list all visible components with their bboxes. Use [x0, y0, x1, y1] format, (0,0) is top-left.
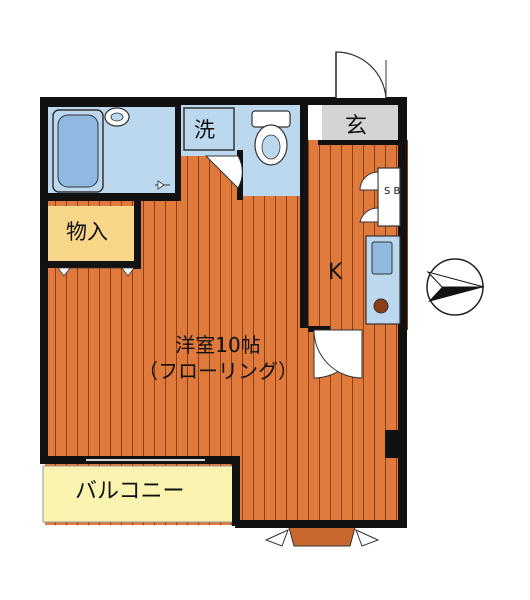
bathtub-icon [52, 109, 104, 193]
room-size-label: 洋室10帖 [175, 333, 261, 357]
storage-closet [47, 206, 137, 261]
balcony-area [42, 465, 236, 523]
bay-window-casements [264, 529, 380, 547]
sink-icon [104, 107, 130, 127]
toilet-icon [251, 110, 291, 166]
kitchen-counter [365, 235, 401, 325]
shoebox-label: S B [384, 186, 401, 197]
balcony-label: バルコニー [75, 479, 185, 504]
north-arrow-icon [426, 258, 485, 316]
entrance-area [322, 104, 400, 144]
kitchen-sink-icon [371, 241, 393, 275]
storage-doors [57, 267, 135, 277]
washroom-door [204, 155, 243, 189]
shoe-box [359, 167, 401, 227]
storage-label: 物入 [66, 220, 108, 244]
main-room-label: 洋室10帖 （フローリング） [128, 332, 308, 384]
entrance-door [335, 51, 387, 99]
kitchen-label: K [328, 260, 343, 285]
flooring-label: （フローリング） [138, 359, 298, 383]
washer-icon [183, 107, 235, 151]
washer-label: 洗 [194, 118, 215, 142]
stove-icon [373, 298, 389, 314]
entrance-label: 玄 [345, 114, 368, 139]
